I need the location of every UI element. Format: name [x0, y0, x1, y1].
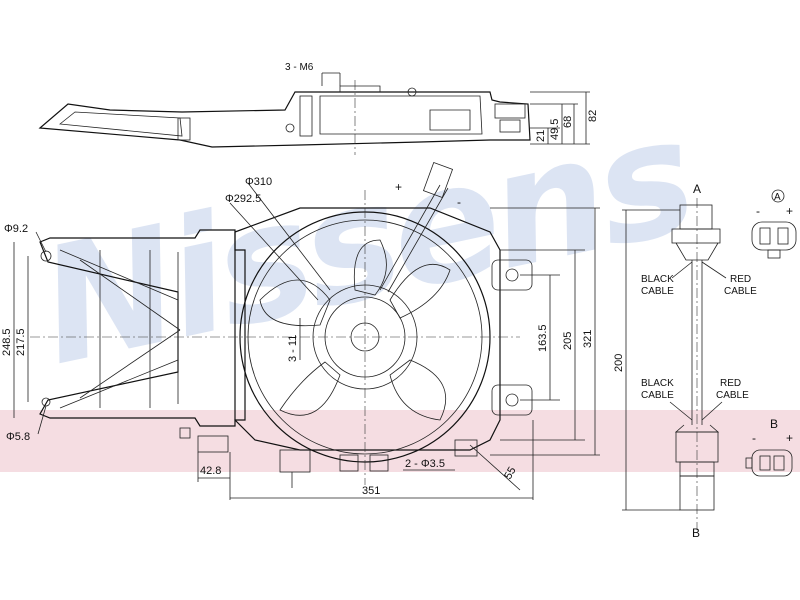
dim-2-d3-5: 2 - Φ3.5	[405, 458, 445, 470]
plug-a-label: A	[693, 182, 701, 196]
dim-3-11: 3 - 11	[287, 335, 299, 362]
dim-d5-8: Φ5.8	[6, 431, 30, 443]
black-cable-top-2: CABLE	[641, 286, 674, 297]
dim-321: 321	[582, 330, 594, 348]
dim-21: 21	[535, 130, 547, 142]
background-band	[0, 410, 800, 472]
side-view: A B 200 BLACK CABLE RED CABLE BLACK CABL…	[613, 182, 797, 540]
dim-68: 68	[562, 116, 574, 128]
red-cable-top-1: RED	[730, 274, 751, 285]
black-cable-bottom-1: BLACK	[641, 378, 674, 389]
dim-42-8: 42.8	[200, 465, 221, 477]
legend-a-minus: -	[756, 204, 760, 218]
dim-55: 55	[502, 465, 519, 482]
dim-200: 200	[613, 354, 625, 372]
legend-b-minus: -	[752, 431, 756, 445]
black-cable-bottom-2: CABLE	[641, 390, 674, 401]
red-cable-bottom-1: RED	[720, 378, 741, 389]
lead-minus: -	[457, 195, 461, 209]
top-view: 3 - M6 21 49.5 68 82	[38, 62, 599, 155]
dim-217-5: 217.5	[15, 328, 27, 356]
watermark-logo: Nissens	[25, 82, 705, 401]
red-cable-bottom-2: CABLE	[716, 390, 749, 401]
dim-163-5: 163.5	[537, 324, 549, 352]
dim-248-5: 248.5	[1, 328, 13, 356]
legend-b-letter: B	[770, 417, 778, 431]
lead-plus: +	[395, 180, 402, 194]
plug-b-label: B	[692, 526, 700, 540]
screw-label: 3 - M6	[285, 62, 314, 73]
front-view: + - Φ310 Φ292.5 Φ9.2 Φ5.8 248.5 217.5 16…	[1, 161, 600, 500]
dim-d292-5: Φ292.5	[225, 193, 261, 205]
legend-a-letter: A	[774, 192, 781, 203]
dim-205: 205	[562, 332, 574, 350]
red-cable-top-2: CABLE	[724, 286, 757, 297]
dim-82: 82	[587, 110, 599, 122]
dim-49-5: 49.5	[549, 119, 561, 140]
dim-351: 351	[362, 485, 380, 497]
dim-d310: Φ310	[245, 176, 272, 188]
black-cable-top-1: BLACK	[641, 274, 674, 285]
legend-b-plus: +	[786, 431, 793, 445]
dim-d9-2: Φ9.2	[4, 223, 28, 235]
legend-a-plus: +	[786, 204, 793, 218]
